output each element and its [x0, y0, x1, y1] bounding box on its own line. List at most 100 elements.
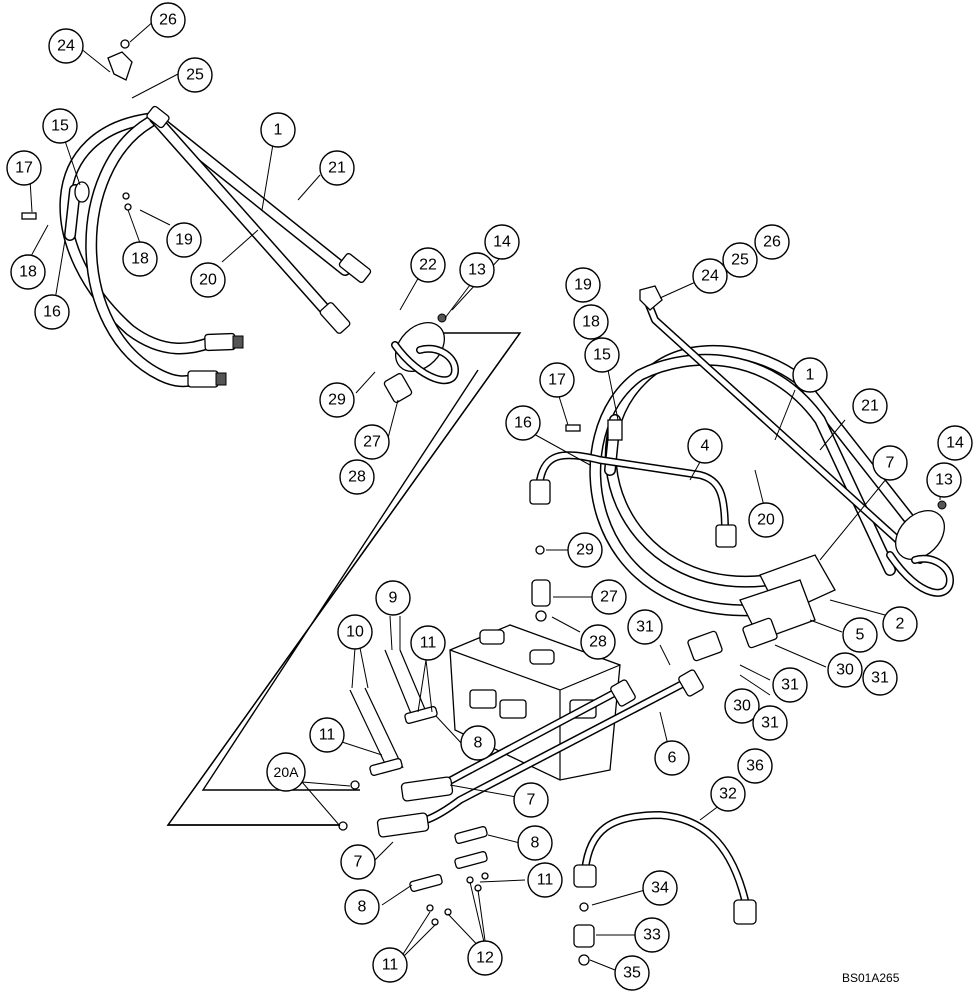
svg-text:15: 15 [51, 118, 69, 135]
svg-text:27: 27 [600, 589, 618, 606]
svg-text:18: 18 [131, 251, 149, 268]
svg-text:8: 8 [358, 899, 367, 916]
callout-14: 14 [484, 224, 520, 260]
callout-31: 31 [772, 667, 808, 703]
callout-31: 31 [862, 660, 898, 696]
callout-7: 7 [872, 445, 908, 481]
callout-27: 27 [591, 579, 627, 615]
callout-35: 35 [614, 955, 650, 991]
svg-text:8: 8 [474, 735, 483, 752]
callout-34: 34 [642, 870, 678, 906]
svg-text:21: 21 [328, 160, 346, 177]
svg-text:21: 21 [861, 398, 879, 415]
svg-text:18: 18 [19, 264, 37, 281]
callout-8: 8 [344, 889, 380, 925]
callout-27: 27 [354, 424, 390, 460]
svg-text:29: 29 [576, 542, 594, 559]
callout-28: 28 [580, 624, 616, 660]
callout-18: 18 [10, 254, 46, 290]
callout-14: 14 [937, 425, 973, 461]
callout-28: 28 [339, 459, 375, 495]
svg-text:16: 16 [43, 304, 61, 321]
callout-26: 26 [150, 2, 186, 38]
callout-19: 19 [565, 267, 601, 303]
svg-text:5: 5 [856, 627, 865, 644]
callout-31: 31 [752, 705, 788, 741]
svg-text:13: 13 [468, 262, 486, 279]
right-hose-assembly [529, 285, 954, 662]
callout-21: 21 [319, 150, 355, 186]
svg-text:24: 24 [57, 38, 75, 55]
svg-text:19: 19 [574, 277, 592, 294]
svg-text:18: 18 [582, 314, 600, 331]
callout-5: 5 [842, 617, 878, 653]
svg-text:30: 30 [836, 662, 854, 679]
callout-13: 13 [926, 462, 962, 498]
svg-text:32: 32 [719, 786, 737, 803]
callout-11: 11 [372, 947, 408, 983]
svg-text:7: 7 [886, 455, 895, 472]
svg-text:31: 31 [636, 619, 654, 636]
svg-text:20: 20 [757, 512, 775, 529]
svg-text:8: 8 [531, 835, 540, 852]
svg-text:24: 24 [701, 268, 719, 285]
svg-text:16: 16 [514, 415, 532, 432]
callout-8: 8 [460, 725, 496, 761]
svg-text:33: 33 [643, 927, 661, 944]
svg-text:1: 1 [274, 122, 283, 139]
svg-text:35: 35 [623, 965, 641, 982]
callout-25: 25 [177, 57, 213, 93]
svg-text:13: 13 [935, 472, 953, 489]
callout-18: 18 [122, 241, 158, 277]
svg-text:10: 10 [346, 624, 364, 641]
svg-text:31: 31 [781, 677, 799, 694]
svg-text:11: 11 [420, 635, 437, 652]
callout-7: 7 [340, 844, 376, 880]
callout-29: 29 [319, 382, 355, 418]
callout-32: 32 [710, 776, 746, 812]
svg-text:31: 31 [871, 670, 889, 687]
svg-text:9: 9 [389, 590, 398, 607]
svg-text:27: 27 [363, 434, 381, 451]
svg-text:11: 11 [319, 727, 336, 744]
svg-text:34: 34 [651, 880, 669, 897]
callout-1: 1 [792, 357, 828, 393]
svg-text:11: 11 [537, 872, 554, 889]
callout-36: 36 [737, 748, 773, 784]
callout-9: 9 [375, 580, 411, 616]
callout-21: 21 [852, 388, 888, 424]
callout-19: 19 [166, 222, 202, 258]
callout-17: 17 [6, 150, 42, 186]
callout-17: 17 [539, 362, 575, 398]
svg-text:30: 30 [733, 698, 751, 715]
svg-text:28: 28 [589, 634, 607, 651]
callout-4: 4 [687, 428, 723, 464]
lower-tube-assembly [338, 649, 704, 926]
callout-30: 30 [827, 652, 863, 688]
svg-text:14: 14 [946, 435, 964, 452]
svg-text:26: 26 [159, 12, 177, 29]
callout-30: 30 [724, 688, 760, 724]
svg-text:26: 26 [763, 234, 781, 251]
svg-text:7: 7 [527, 792, 536, 809]
svg-text:7: 7 [354, 854, 363, 871]
callout-16: 16 [34, 294, 70, 330]
svg-text:28: 28 [348, 469, 366, 486]
svg-text:17: 17 [15, 160, 33, 177]
svg-text:2: 2 [896, 616, 905, 633]
svg-text:20: 20 [199, 272, 217, 289]
callout-24: 24 [48, 28, 84, 64]
figure-reference-code: BS01A265 [842, 971, 900, 985]
callout-13: 13 [459, 252, 495, 288]
callout-25: 25 [722, 242, 758, 278]
callout-24: 24 [692, 258, 728, 294]
svg-text:6: 6 [668, 750, 677, 767]
svg-text:20A: 20A [274, 764, 300, 780]
callout-33: 33 [634, 917, 670, 953]
callout-22: 22 [410, 247, 446, 283]
callout-11: 11 [527, 862, 563, 898]
svg-text:17: 17 [548, 372, 566, 389]
svg-text:14: 14 [493, 234, 511, 251]
callout-11: 11 [309, 717, 345, 753]
